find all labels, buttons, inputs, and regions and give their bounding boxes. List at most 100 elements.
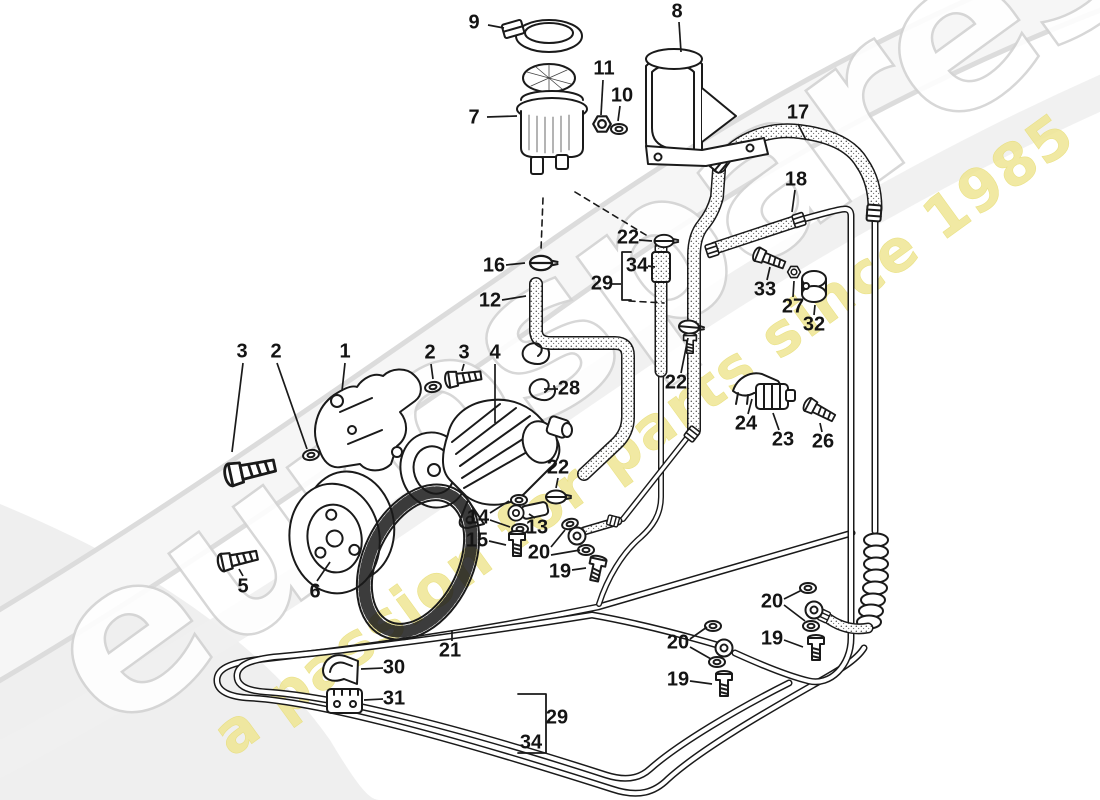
callout: 9 [468, 11, 505, 33]
callout-label: 9 [468, 11, 479, 33]
callout-label: 26 [812, 430, 834, 452]
callout: 29 [546, 706, 568, 728]
callout: 32 [803, 304, 825, 335]
callout-leader [819, 422, 823, 433]
callout-leader [689, 646, 712, 660]
callout: 7 [468, 106, 518, 128]
callout: 11 [593, 57, 615, 116]
callout-leader [231, 362, 244, 453]
part-pump-4 [399, 398, 573, 529]
callout: 3 [231, 340, 248, 453]
callout: 31 [363, 687, 405, 709]
callout: 2 [270, 340, 308, 450]
callout-label: 18 [785, 168, 807, 190]
part-coil-section [856, 532, 889, 630]
callout: 34 [626, 254, 656, 276]
callout: 6 [309, 561, 331, 602]
callout: 8 [671, 0, 683, 53]
callout-label: 22 [665, 371, 687, 393]
callout-label: 6 [309, 580, 320, 602]
callout: 22 [665, 337, 689, 393]
callout-leader [486, 115, 518, 118]
callout-label: 34 [626, 254, 649, 276]
callout-label: 16 [483, 254, 505, 276]
callout-label: 29 [591, 272, 613, 294]
callout-leader [617, 105, 621, 122]
callout: 33 [754, 266, 776, 300]
callout: 12 [479, 289, 527, 311]
callout-leader [501, 295, 527, 301]
callout-leader [363, 698, 384, 701]
callout-label: 4 [489, 341, 501, 363]
callout-leader [766, 266, 771, 281]
callout-label: 8 [671, 0, 682, 22]
callout: 19 [549, 560, 587, 582]
callout: 5 [237, 568, 249, 597]
callout-leader [341, 362, 346, 392]
callout-leader [550, 549, 581, 556]
callout: 13 [526, 513, 548, 538]
callout-leader [487, 24, 505, 29]
callout-label: 19 [667, 668, 689, 690]
callout-leader [792, 280, 795, 298]
callout: 29 [591, 272, 621, 294]
callout-leader [783, 639, 804, 648]
callout-leader [791, 189, 796, 213]
part-banjo-union-13 [507, 494, 550, 557]
callout: 34 [520, 731, 543, 753]
callout-label: 28 [558, 377, 580, 399]
callout-label: 19 [761, 627, 783, 649]
callout-leader [360, 667, 384, 670]
assembly-dashes [540, 191, 665, 304]
part-nut-11 [592, 115, 612, 133]
callout-leader [783, 604, 806, 622]
callout-leader [276, 362, 308, 450]
callout-leader [638, 239, 653, 242]
callout-label: 20 [528, 541, 550, 563]
callout: 17 [787, 101, 809, 141]
callout: 19 [667, 668, 713, 690]
part-bracket-8 [645, 48, 769, 167]
callout-label: 34 [520, 731, 543, 753]
callout-label: 2 [270, 340, 281, 362]
callout: 24 [735, 398, 758, 434]
callout: 1 [339, 340, 351, 392]
callout-leader [550, 529, 566, 548]
callout-label: 29 [546, 706, 568, 728]
part-pressure-hose-17 [623, 131, 889, 630]
part-spring-28 [521, 342, 556, 401]
callout-leader [783, 589, 803, 600]
callout-label: 27 [782, 295, 804, 317]
callout: 21 [439, 630, 461, 661]
callout-label: 19 [549, 560, 571, 582]
diagram-artwork [216, 18, 889, 794]
callout-leader [238, 568, 244, 577]
callout-leader [489, 519, 511, 528]
callout-label: 22 [547, 456, 569, 478]
callout-label: 10 [611, 84, 633, 106]
callout-leader [689, 680, 713, 685]
callout: 28 [544, 377, 580, 399]
callout-label: 3 [458, 341, 469, 363]
callout-label: 17 [787, 101, 809, 123]
callout-leader [678, 21, 682, 53]
callout: 22 [547, 456, 569, 489]
callout-label: 20 [761, 590, 783, 612]
callout-label: 1 [339, 340, 350, 362]
callout-leader [461, 363, 465, 372]
callout: 16 [483, 254, 526, 276]
callout-label: 13 [526, 516, 548, 538]
callout-leader [430, 363, 434, 380]
callout: 20 [761, 589, 806, 622]
part-reservoir-7 [500, 18, 588, 175]
callout-label: 33 [754, 278, 776, 300]
callout-leader [772, 412, 780, 431]
callout-leader [528, 513, 536, 519]
callout-leader [316, 561, 331, 582]
callout-leader [571, 567, 587, 571]
callout-leader [680, 337, 689, 374]
part-nut-27 [786, 265, 802, 279]
callout-label: 32 [803, 313, 825, 335]
